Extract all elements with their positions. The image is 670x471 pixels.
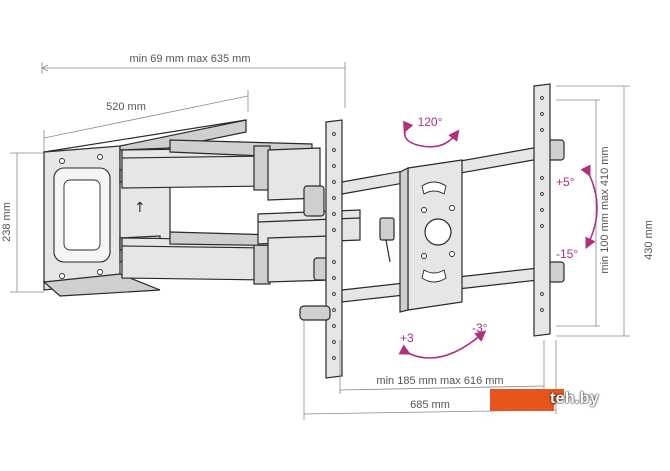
dimension-wall-plate-width: 520 mm	[43, 90, 249, 152]
dimension-tv-bracket-width-label: 685 mm	[410, 399, 450, 411]
rear-vertical-rail	[299, 119, 343, 379]
dimension-vesa-vertical-label: min 100 mm max 410 mm	[599, 146, 611, 273]
dimension-wall-plate-height: 238 mm	[1, 152, 44, 293]
swivel-rotation-indicator: 120°	[403, 115, 460, 148]
dimension-total-extension-label: min 69 mm max 635 mm	[129, 53, 250, 65]
level-plus-label: +3	[400, 331, 414, 345]
watermark-text: teh.by	[550, 390, 599, 407]
dimension-vesa-vertical: min 100 mm max 410 mm	[556, 99, 611, 327]
svg-text:↑: ↑	[134, 200, 146, 216]
watermark-badge	[490, 389, 554, 411]
swivel-rotation-label: 120°	[418, 115, 443, 129]
dimension-wall-plate-width-label: 520 mm	[106, 101, 146, 113]
tilt-down-label: -15°	[556, 247, 578, 261]
dimension-tv-bracket-height: 430 mm	[556, 85, 655, 337]
dimension-wall-plate-height-label: 238 mm	[1, 202, 13, 242]
level-rotation-indicator: +3 -3°	[398, 321, 488, 359]
dimension-total-extension: min 69 mm max 635 mm	[41, 53, 346, 108]
dimension-vesa-horizontal: min 185 mm max 616 mm	[339, 340, 545, 394]
tilt-head-plate	[379, 159, 463, 313]
dimension-tv-bracket-width: 685 mm	[303, 320, 557, 420]
vesa-vertical-rail	[533, 83, 551, 337]
wall-plate	[42, 119, 247, 297]
site-watermark: teh.by	[490, 389, 660, 411]
level-minus-label: -3°	[472, 321, 488, 335]
dimension-vesa-horizontal-label: min 185 mm max 616 mm	[376, 375, 503, 387]
tilt-up-label: +5°	[556, 175, 575, 189]
watermark-badge-tail	[554, 389, 564, 411]
tilt-rotation-indicator: +5° -15°	[556, 164, 598, 261]
dimension-tv-bracket-height-label: 430 mm	[643, 220, 655, 260]
